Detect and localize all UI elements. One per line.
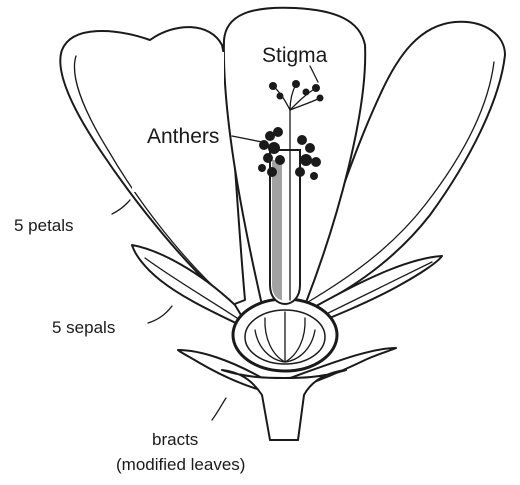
bracts-leader bbox=[212, 398, 226, 420]
bracts-label: bracts bbox=[152, 430, 198, 449]
style-shading bbox=[272, 160, 282, 300]
petals-leader bbox=[112, 200, 130, 214]
sepals-leader bbox=[148, 306, 172, 323]
label-backdrop bbox=[132, 52, 224, 192]
bracts-label-note: (modified leaves) bbox=[116, 455, 245, 474]
sepals-label: 5 sepals bbox=[52, 318, 115, 337]
anthers-label: Anthers bbox=[147, 125, 219, 148]
petals-label: 5 petals bbox=[14, 216, 74, 235]
stigma-label: Stigma bbox=[262, 44, 328, 67]
